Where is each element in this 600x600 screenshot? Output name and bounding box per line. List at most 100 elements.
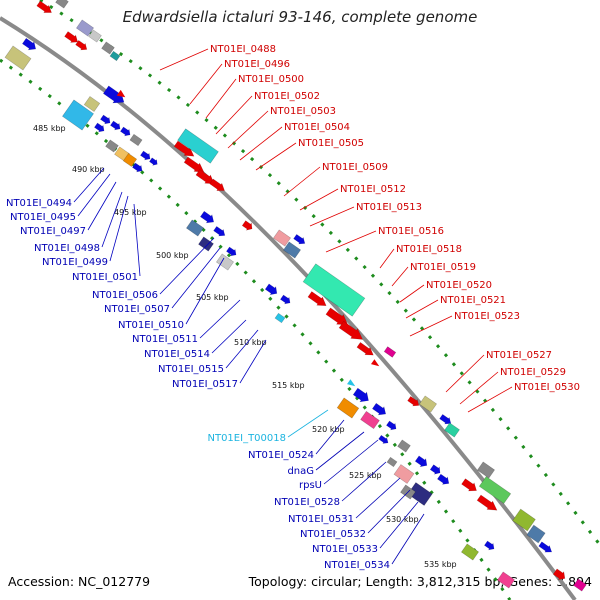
gene-glyph-0 [36, 0, 52, 13]
scale-tick-label: 485 kbp [33, 124, 66, 133]
gene-label-nt01ei_0515[interactable]: NT01EI_0515 [158, 364, 224, 375]
gene-label-nt01ei_0533[interactable]: NT01EI_0533 [312, 544, 378, 555]
gene-label-nt01ei_t00018[interactable]: NT01EI_T00018 [207, 433, 286, 444]
gene-label-nt01ei_0511[interactable]: NT01EI_0511 [132, 334, 198, 345]
gene-glyph-69 [437, 473, 450, 485]
gene-glyph-28 [195, 169, 215, 185]
gene-glyph-70 [461, 478, 477, 492]
scale-tick-label: 535 kbp [424, 560, 457, 569]
gene-label-nt01ei_0505[interactable]: NT01EI_0505 [298, 138, 364, 149]
label-leader-line [323, 439, 379, 485]
gene-label-nt01ei_0531[interactable]: NT01EI_0531 [288, 514, 354, 525]
topology-label: Topology: circular; Length: 3,812,315 bp… [248, 574, 592, 589]
gene-glyph-39 [293, 234, 306, 245]
gene-label-nt01ei_0534[interactable]: NT01EI_0534 [324, 560, 390, 571]
gene-glyph-22 [140, 150, 151, 161]
label-leader-line [355, 477, 401, 519]
gene-label-nt01ei_0499[interactable]: NT01EI_0499 [42, 257, 108, 268]
label-leader-line [73, 167, 105, 203]
gene-label-nt01ei_0506[interactable]: NT01EI_0506 [92, 290, 158, 301]
gene-label-nt01ei_0494[interactable]: NT01EI_0494 [6, 198, 72, 209]
gene-label-rpsu[interactable]: rpsU [299, 480, 322, 491]
gene-label-nt01ei_0488[interactable]: NT01EI_0488 [210, 44, 276, 55]
label-leader-line [287, 409, 329, 438]
gene-glyph-62 [439, 414, 452, 425]
gene-label-nt01ei_0514[interactable]: NT01EI_0514 [144, 349, 210, 360]
label-leader-line [205, 78, 237, 119]
gene-label-nt01ei_0529[interactable]: NT01EI_0529 [500, 367, 566, 378]
gene-glyph-25 [173, 140, 195, 157]
gene-glyph-48 [356, 342, 374, 356]
gene-glyph-33 [198, 236, 214, 252]
gene-label-nt01ei_0500[interactable]: NT01EI_0500 [238, 74, 304, 85]
gene-glyph-30 [185, 219, 205, 237]
gene-label-nt01ei_0521[interactable]: NT01EI_0521 [440, 295, 506, 306]
gene-label-nt01ei_0513[interactable]: NT01EI_0513 [356, 202, 422, 213]
label-leader-line [239, 126, 283, 161]
gene-glyph-51 [347, 379, 356, 387]
gene-label-nt01ei_0518[interactable]: NT01EI_0518 [396, 244, 462, 255]
gene-glyph-53 [352, 387, 369, 403]
gene-label-nt01ei_0509[interactable]: NT01EI_0509 [322, 162, 388, 173]
label-leader-line [159, 237, 215, 295]
gene-glyph-81 [573, 578, 587, 592]
gene-glyph-67 [407, 482, 433, 506]
gene-label-nt01ei_0507[interactable]: NT01EI_0507 [104, 304, 170, 315]
gene-glyph-8 [22, 37, 37, 51]
gene-label-nt01ei_0524[interactable]: NT01EI_0524 [248, 450, 314, 461]
label-leader-line [399, 284, 425, 303]
gene-label-nt01ei_0495[interactable]: NT01EI_0495 [10, 212, 76, 223]
scale-tick-label: 530 kbp [386, 515, 419, 524]
gene-glyph-73 [476, 494, 498, 511]
gene-glyph-75 [526, 524, 546, 544]
gene-glyph-26 [177, 128, 219, 164]
gene-glyph-20 [122, 153, 138, 167]
gene-label-nt01ei_0523[interactable]: NT01EI_0523 [454, 311, 520, 322]
gene-glyph-56 [386, 420, 397, 431]
gene-label-nt01ei_0512[interactable]: NT01EI_0512 [340, 184, 406, 195]
gene-label-nt01ei_0532[interactable]: NT01EI_0532 [300, 529, 366, 540]
label-leader-line [315, 419, 345, 455]
gene-glyph-2 [75, 19, 95, 37]
gene-label-nt01ei_0527[interactable]: NT01EI_0527 [486, 350, 552, 361]
gene-label-nt01ei_0528[interactable]: NT01EI_0528 [274, 497, 340, 508]
label-leaders [73, 48, 513, 565]
gene-label-nt01ei_0517[interactable]: NT01EI_0517 [172, 379, 238, 390]
gene-glyph-47 [338, 320, 364, 340]
label-leader-line [445, 354, 485, 393]
label-leader-line [227, 110, 269, 149]
gene-label-nt01ei_0516[interactable]: NT01EI_0516 [378, 226, 444, 237]
label-leader-line [341, 461, 387, 502]
gene-glyph-1 [55, 0, 69, 9]
gene-glyph-60 [407, 396, 420, 407]
outer-lane-dots [39, 0, 600, 546]
gene-label-nt01ei_0503[interactable]: NT01EI_0503 [270, 106, 336, 117]
gene-glyph-44 [307, 291, 327, 307]
gene-glyph-79 [496, 571, 516, 589]
gene-label-nt01ei_0520[interactable]: NT01EI_0520 [426, 280, 492, 291]
gene-glyph-18 [105, 139, 119, 153]
label-leader-line [225, 329, 259, 369]
gene-label-nt01ei_0497[interactable]: NT01EI_0497 [20, 226, 86, 237]
gene-glyph-58 [397, 439, 411, 453]
gene-glyph-32 [213, 226, 226, 237]
gene-glyph-45 [302, 263, 366, 317]
label-leader-line [215, 95, 253, 135]
gene-label-dnag[interactable]: dnaG [287, 466, 314, 477]
gene-glyph-15 [120, 126, 131, 137]
label-leader-line [325, 230, 377, 253]
label-leader-line [199, 299, 241, 339]
label-leader-line [189, 63, 223, 105]
gene-label-nt01ei_0498[interactable]: NT01EI_0498 [34, 243, 100, 254]
gene-label-nt01ei_0501[interactable]: NT01EI_0501 [72, 272, 138, 283]
gene-label-nt01ei_0502[interactable]: NT01EI_0502 [254, 91, 320, 102]
gene-label-nt01ei_0504[interactable]: NT01EI_0504 [284, 122, 350, 133]
gene-label-nt01ei_0530[interactable]: NT01EI_0530 [514, 382, 580, 393]
gene-label-nt01ei_0496[interactable]: NT01EI_0496 [224, 59, 290, 70]
gene-label-nt01ei_0510[interactable]: NT01EI_0510 [118, 320, 184, 331]
gene-label-nt01ei_0519[interactable]: NT01EI_0519 [410, 262, 476, 273]
gene-glyph-64 [414, 455, 428, 468]
gene-glyph-17 [129, 133, 143, 147]
